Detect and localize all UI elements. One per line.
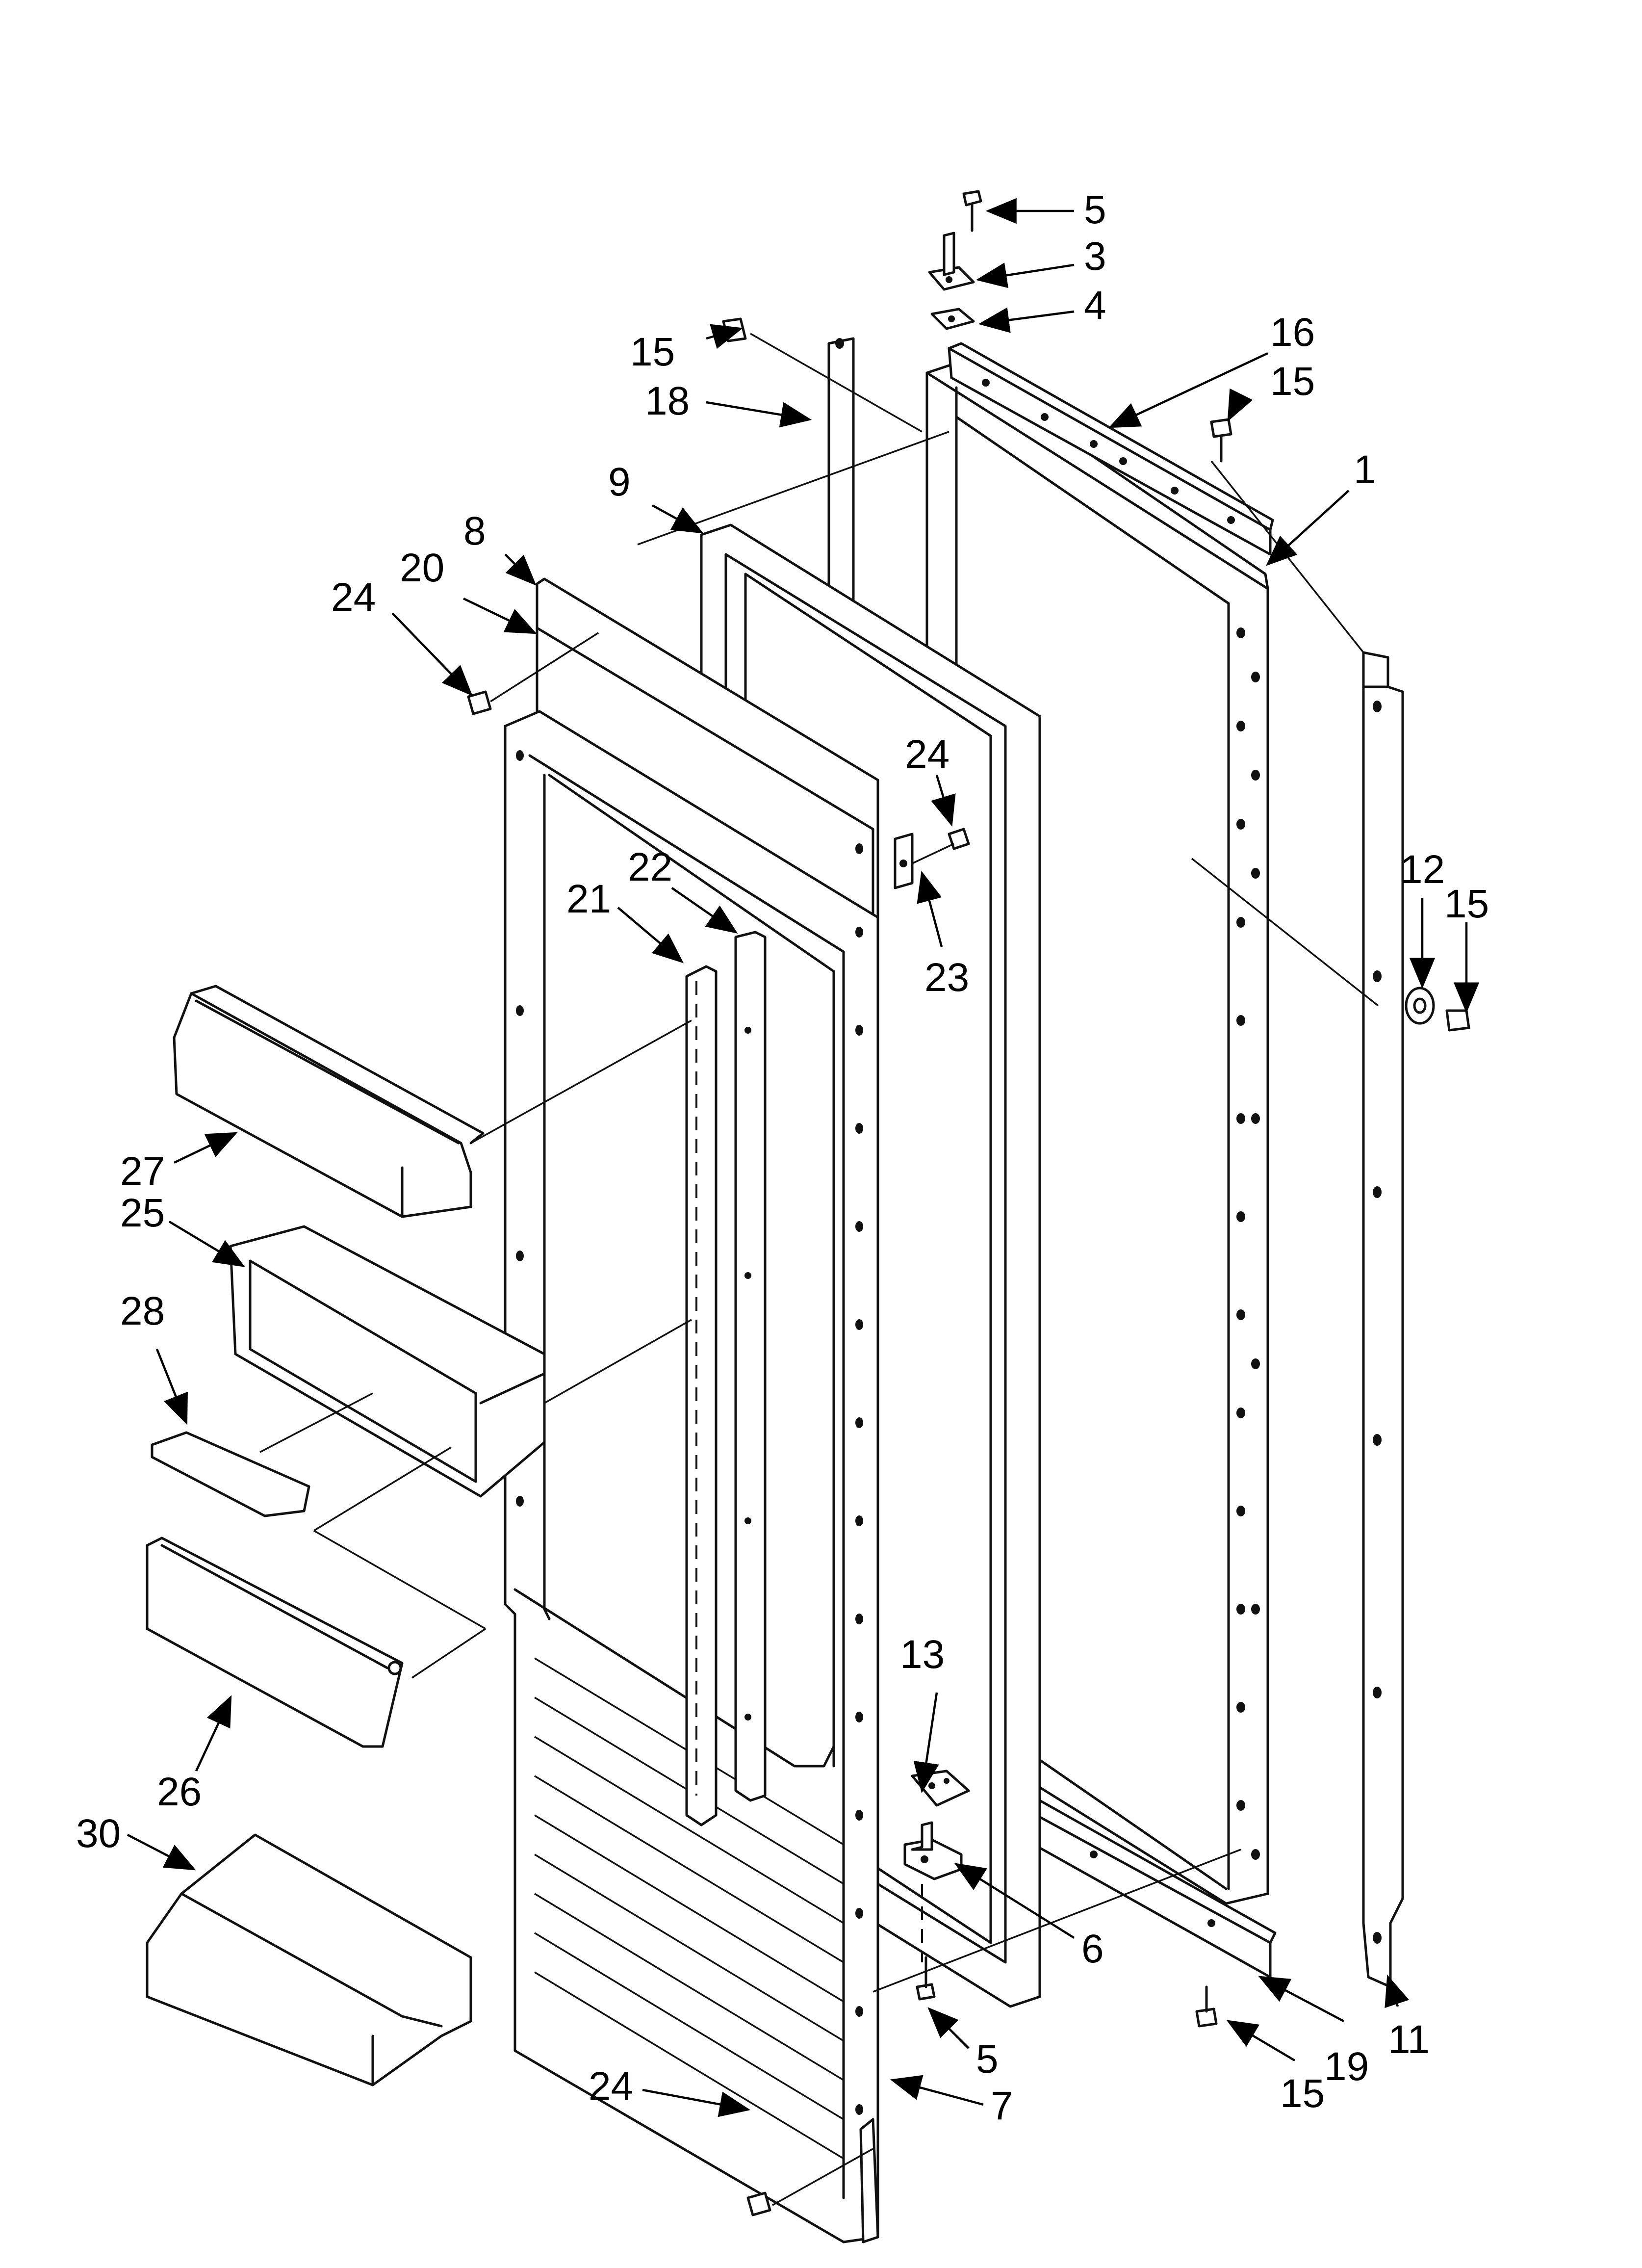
callout-1: 1 xyxy=(1354,447,1376,492)
part-22-shelf-channel xyxy=(734,931,767,1802)
callout-15-a: 15 xyxy=(630,330,675,374)
part-11-side-trim xyxy=(1362,651,1404,1988)
callout-19: 19 xyxy=(1324,2044,1369,2089)
part-30-door-bin xyxy=(146,1833,472,2086)
part-4-hinge-shim xyxy=(930,308,975,330)
callout-21: 21 xyxy=(566,877,611,921)
callout-24-b: 24 xyxy=(905,732,949,777)
leader-arrows xyxy=(127,198,1480,2117)
part-15-screw-d xyxy=(1195,1985,1218,2028)
callout-22: 22 xyxy=(628,845,672,889)
callout-16: 16 xyxy=(1270,310,1315,355)
callout-5-bottom: 5 xyxy=(976,2037,999,2082)
callout-25: 25 xyxy=(120,1191,165,1235)
part-15-screw-c xyxy=(1445,1009,1470,1032)
part-3-top-hinge xyxy=(928,232,975,291)
part-5-screw-top xyxy=(962,190,982,232)
part-24-screw-c xyxy=(746,2191,771,2216)
callout-3: 3 xyxy=(1084,234,1106,279)
callout-30: 30 xyxy=(76,1811,121,1856)
part-27-door-bin xyxy=(173,985,485,1218)
callout-26: 26 xyxy=(157,1770,202,1814)
callout-9: 9 xyxy=(608,460,631,504)
callout-15-c: 15 xyxy=(1444,882,1489,926)
part-25-dispenser-bin xyxy=(229,1225,546,1498)
callout-12: 12 xyxy=(1400,847,1445,892)
callout-11: 11 xyxy=(1388,2017,1430,2062)
callout-labels: 5 3 4 16 15 15 18 1 9 8 20 24 24 22 12 1… xyxy=(76,187,1489,2128)
callout-28: 28 xyxy=(120,1289,165,1333)
callout-4: 4 xyxy=(1084,283,1106,328)
callout-15-b: 15 xyxy=(1270,359,1315,404)
part-12-washer xyxy=(1405,987,1435,1025)
part-28-small-tray xyxy=(151,1431,310,1517)
part-24-screw-a xyxy=(467,690,492,715)
callout-24-a: 24 xyxy=(331,575,376,620)
callout-13: 13 xyxy=(900,1632,945,1677)
part-24-screw-b xyxy=(948,828,970,850)
callout-5-top: 5 xyxy=(1084,187,1106,232)
part-7-trim xyxy=(859,2118,879,2243)
callout-24-c: 24 xyxy=(589,2064,633,2109)
part-26-door-shelf xyxy=(146,1537,404,1748)
callout-20: 20 xyxy=(400,546,444,590)
part-23-bracket xyxy=(894,833,914,889)
callout-18: 18 xyxy=(645,379,690,423)
callout-15-d: 15 xyxy=(1280,2071,1325,2116)
callout-8: 8 xyxy=(463,509,486,553)
part-5-screw-bottom xyxy=(916,1956,936,2001)
part-21-shelf-channel xyxy=(685,965,718,1826)
callout-23: 23 xyxy=(924,955,969,1000)
callout-27: 27 xyxy=(120,1149,165,1194)
part-15-screw-b xyxy=(1210,418,1232,463)
callout-7: 7 xyxy=(991,2084,1013,2128)
callout-6: 6 xyxy=(1081,1927,1104,1971)
